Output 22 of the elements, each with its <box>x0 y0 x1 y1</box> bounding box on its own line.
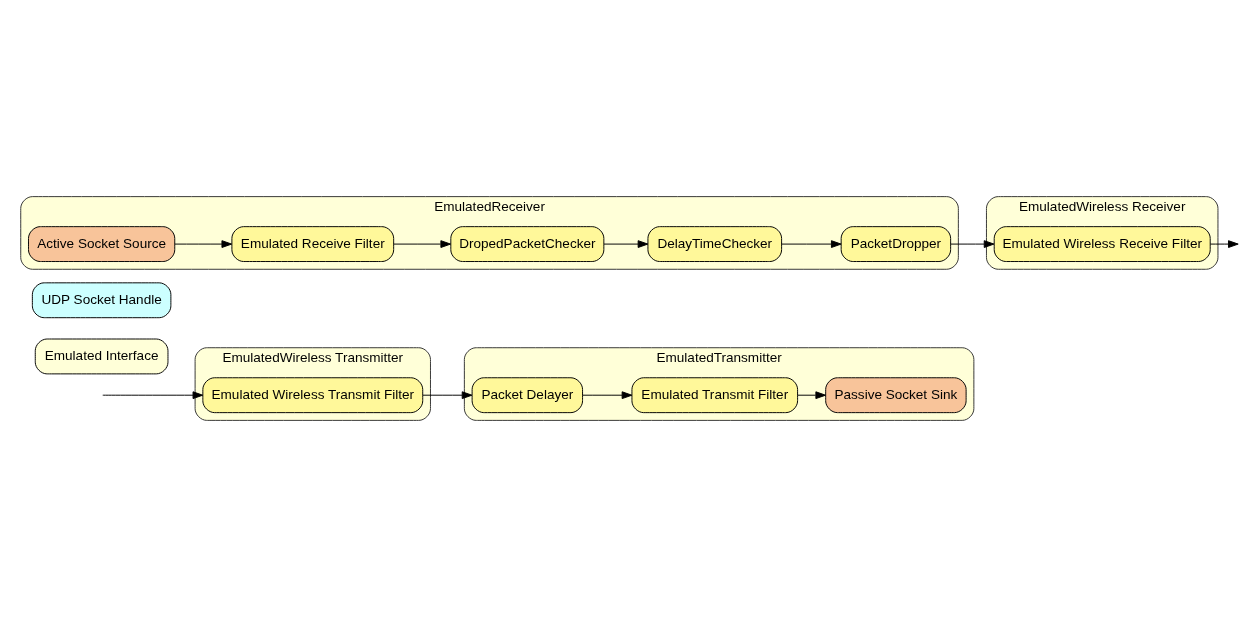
node-box: Emulated Receive Filter <box>231 226 395 262</box>
node-box: Emulated Wireless Transmit Filter <box>202 377 424 414</box>
node-box: DropedPacketChecker <box>450 226 605 262</box>
arrow <box>393 240 452 248</box>
arrow <box>422 391 473 400</box>
arrow <box>582 391 633 400</box>
node-box: PacketDropper <box>840 226 952 262</box>
arrow <box>950 240 995 248</box>
node-box: Passive Socket Sink <box>825 377 967 414</box>
node-box: Active Socket Source <box>28 226 176 262</box>
arrow <box>781 240 842 248</box>
node-box: Emulated Interface <box>34 338 169 375</box>
node-box: Packet Delayer <box>471 377 584 414</box>
arrow <box>797 391 827 400</box>
arrow <box>603 240 649 248</box>
node-box: DelayTimeChecker <box>647 226 783 262</box>
arrow <box>102 391 204 400</box>
arrow <box>1209 240 1239 248</box>
node-box: Emulated Wireless Receive Filter <box>993 226 1211 262</box>
node-box: UDP Socket Handle <box>31 282 172 319</box>
arrow <box>174 240 233 248</box>
node-box: Emulated Transmit Filter <box>631 377 799 414</box>
